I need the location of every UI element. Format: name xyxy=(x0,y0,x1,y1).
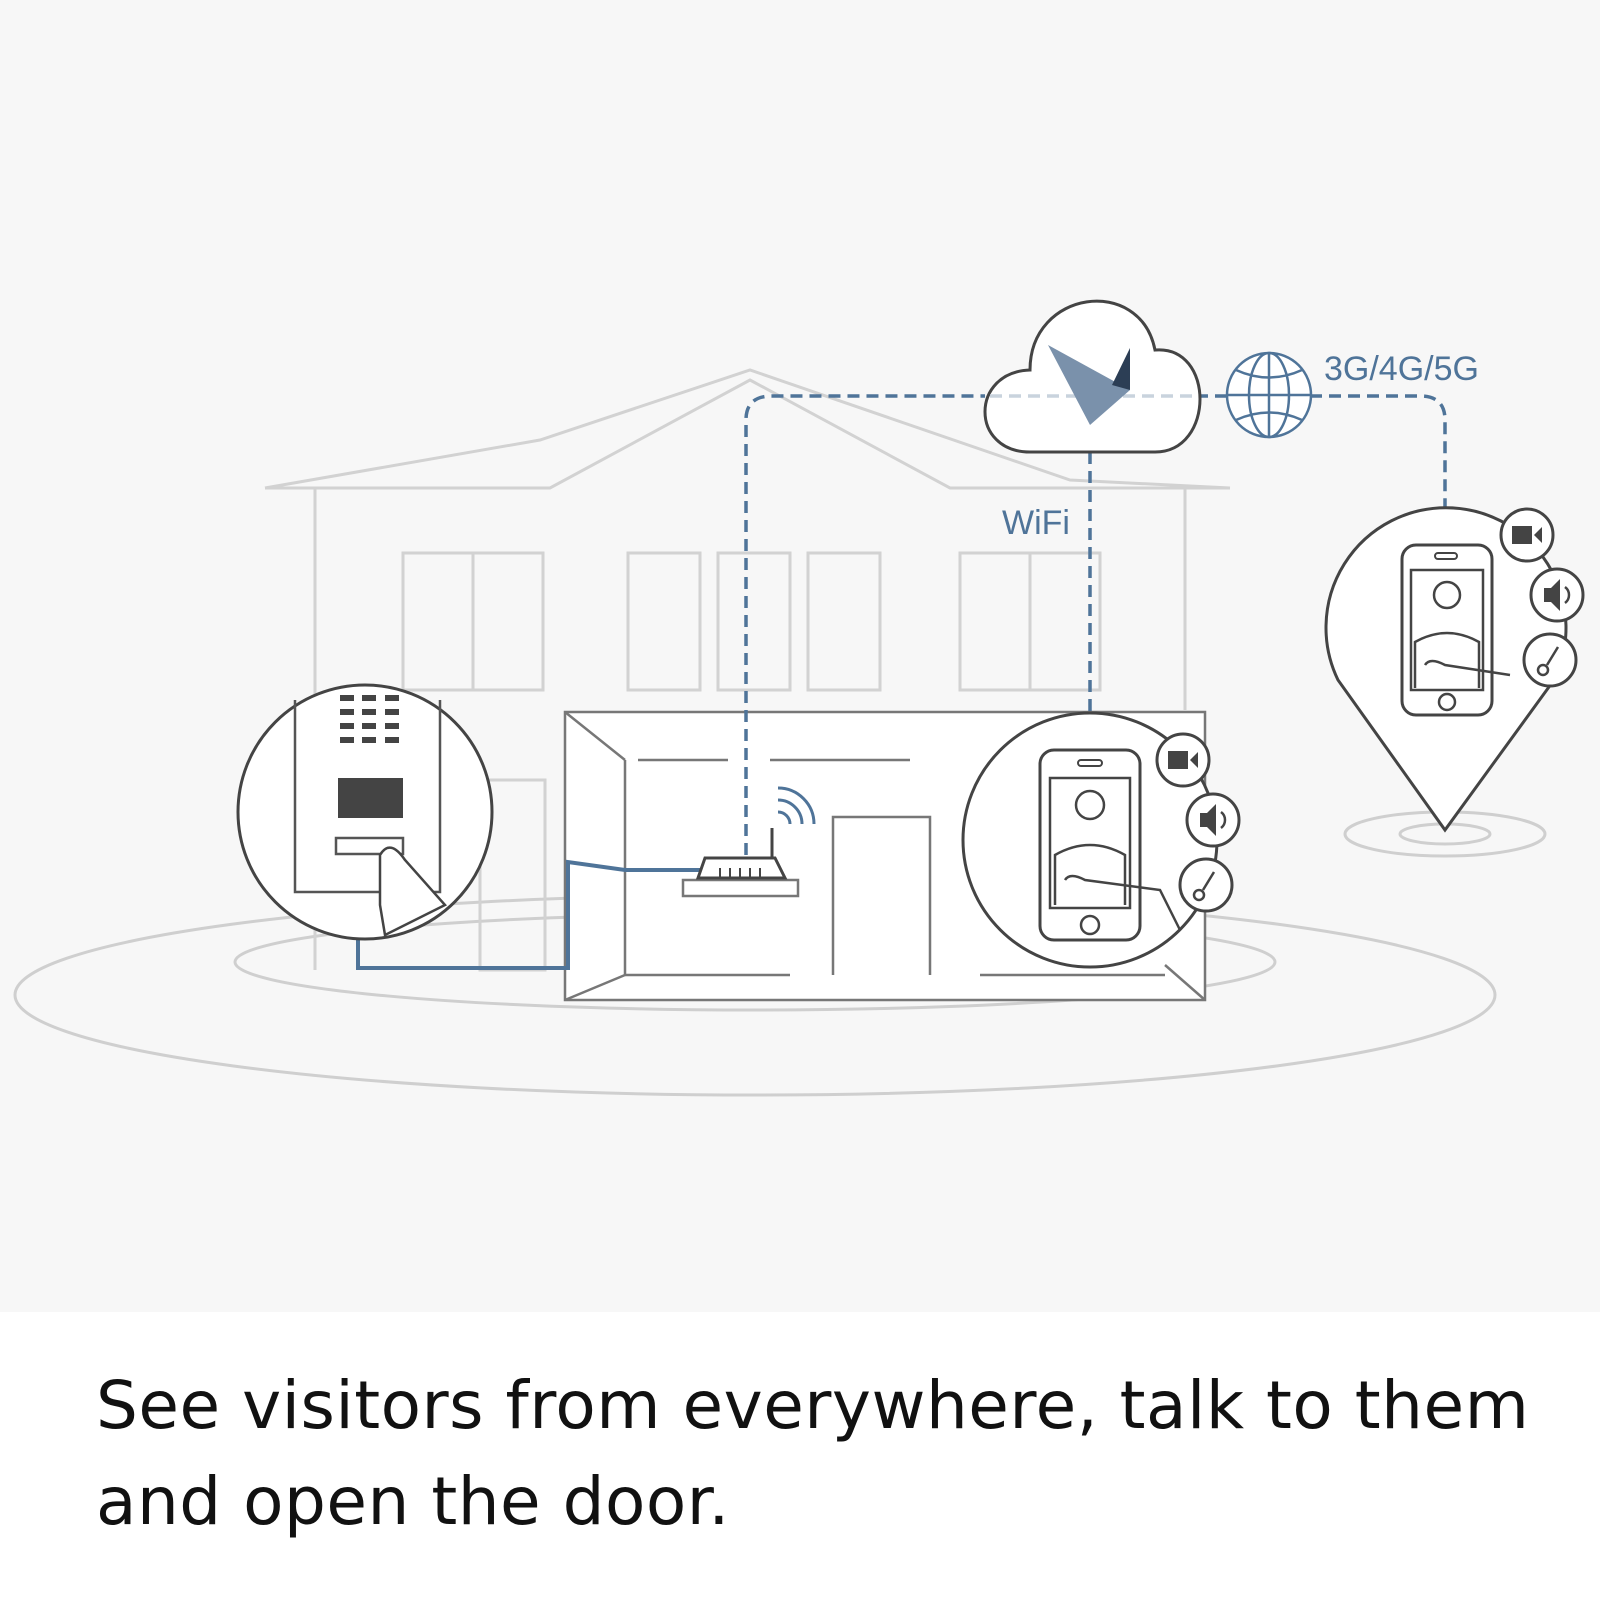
cloud-icon xyxy=(983,299,1202,454)
intercom-panel-icon xyxy=(236,683,494,941)
intercom-cable xyxy=(356,859,700,970)
mobile-network-label: 3G/4G/5G xyxy=(1324,350,1479,388)
video-camera-icon xyxy=(1499,507,1555,563)
caption-text: See visitors from everywhere, talk to th… xyxy=(96,1367,1530,1540)
smartphone-icon xyxy=(961,711,1219,969)
speaker-icon xyxy=(1185,792,1241,848)
network-links xyxy=(744,394,1447,855)
intercom-diagram: WiFi 3G/4G/5G xyxy=(13,299,1585,1097)
phone-action-icons xyxy=(1155,732,1241,913)
pin-action-icons xyxy=(1499,507,1585,688)
globe-icon xyxy=(1225,351,1313,439)
key-icon xyxy=(1522,632,1578,688)
router-icon xyxy=(695,786,816,880)
house-icon xyxy=(264,368,1231,972)
location-pin-icon xyxy=(1324,506,1568,833)
wifi-label: WiFi xyxy=(1002,504,1070,542)
video-camera-icon xyxy=(1155,732,1211,788)
key-icon xyxy=(1178,857,1234,913)
speaker-icon xyxy=(1529,567,1585,623)
